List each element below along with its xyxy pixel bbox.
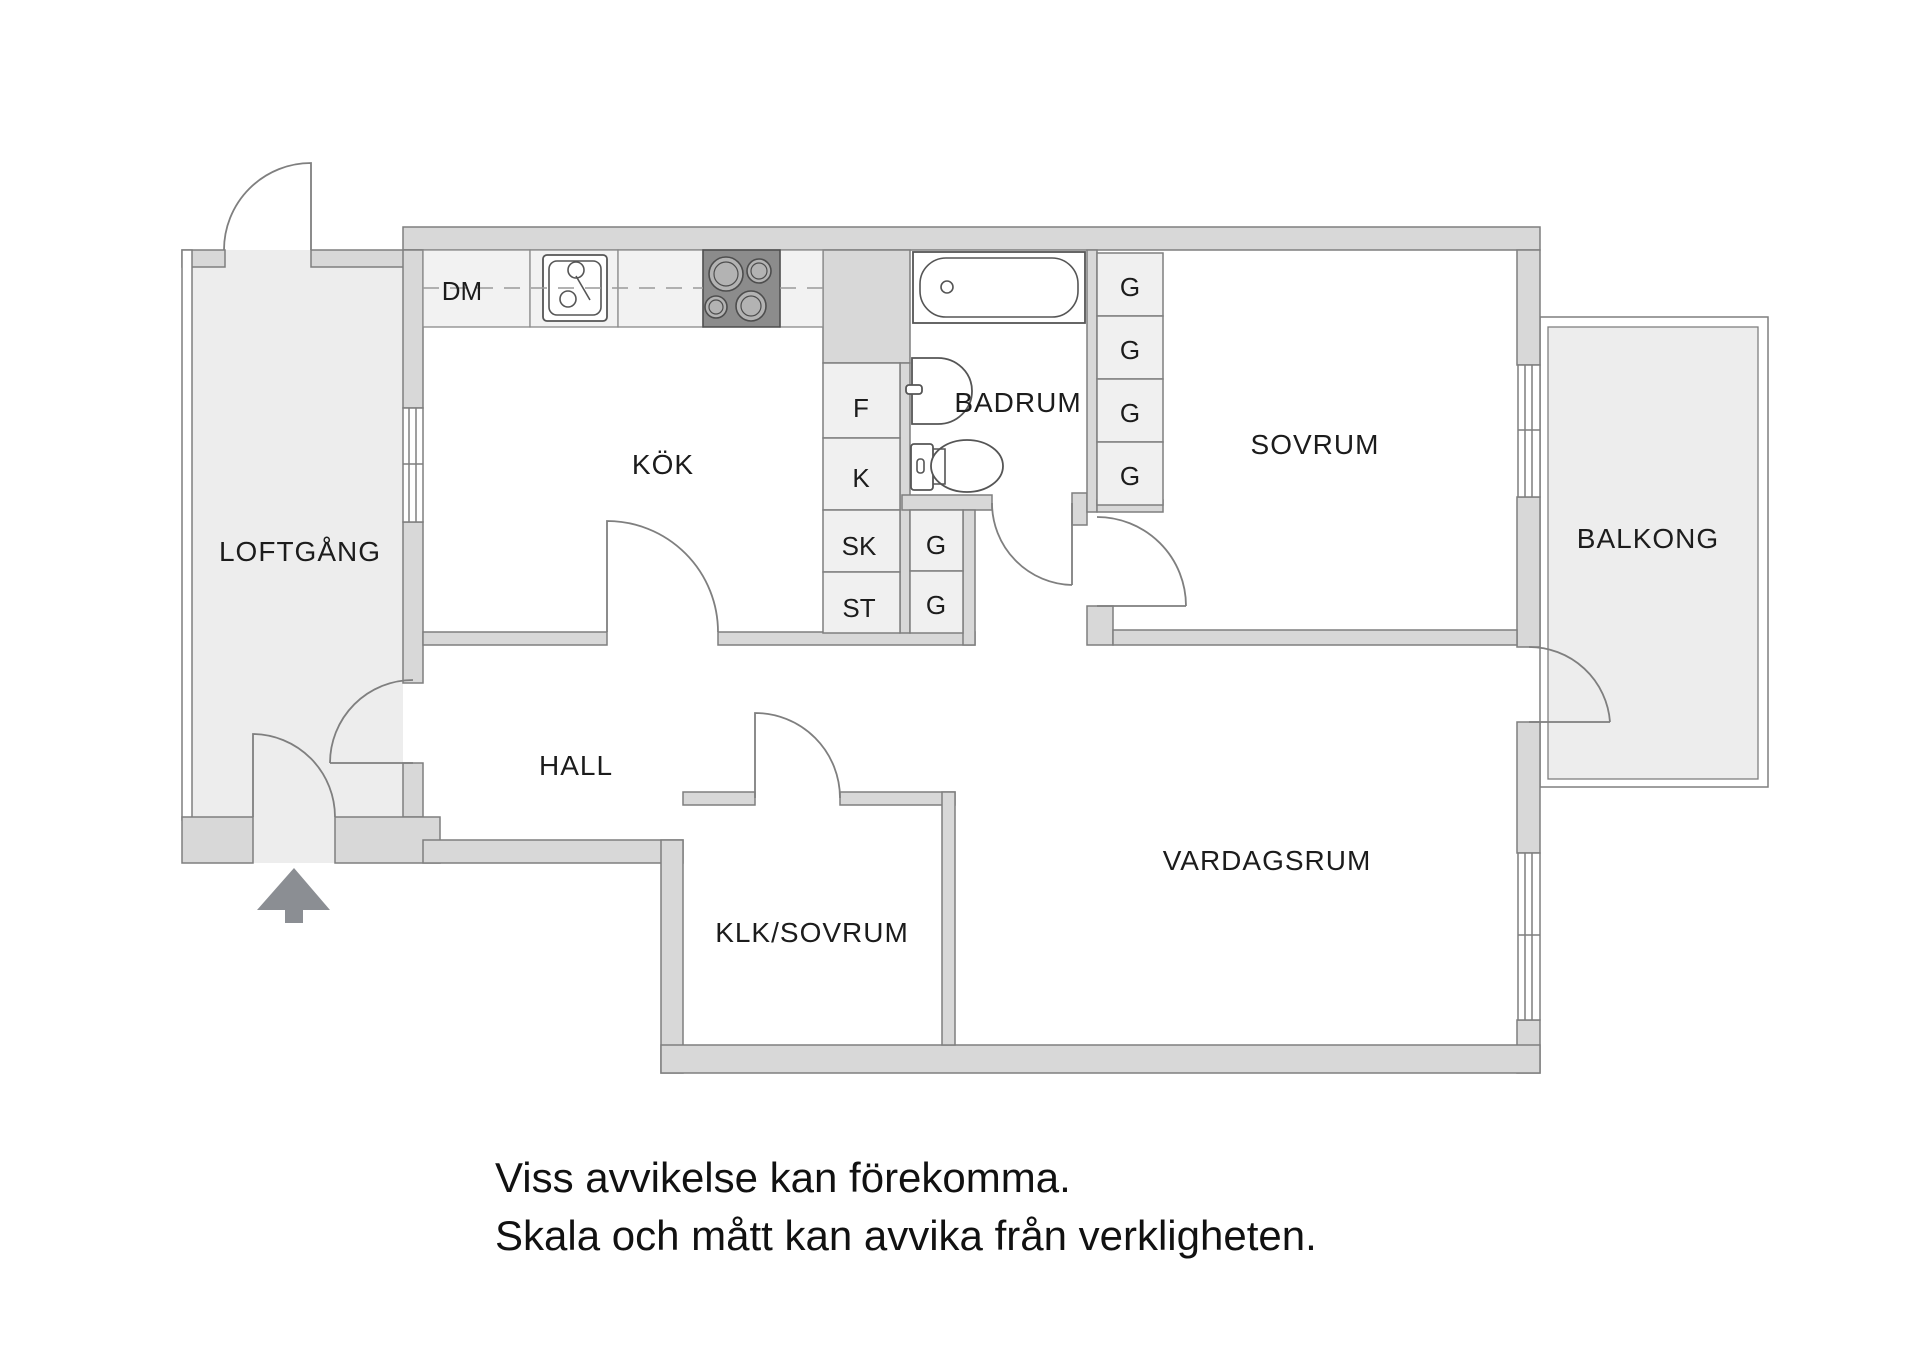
closets-below-badrum [909, 509, 964, 634]
wall-loftgang-divider-3 [402, 762, 424, 818]
bathroom-sink-icon [905, 357, 973, 425]
door-sovrum [1096, 516, 1187, 607]
wall-loftgang-divider-1 [402, 249, 424, 409]
wall-sovrum-vardagsrum [1112, 629, 1518, 646]
window-sovrum [1517, 364, 1541, 498]
doors [223, 162, 1611, 818]
closet-st [822, 571, 901, 634]
room-label-hall: HALL [539, 750, 613, 781]
label-dm: DM [442, 276, 482, 306]
wall-klk-top-left [682, 791, 756, 806]
wall-badrum-bottom [901, 494, 993, 511]
walls [181, 226, 1541, 1074]
door-entry [252, 733, 336, 818]
wall-loftgang-left [181, 249, 193, 821]
wall-klk-left [660, 839, 684, 1074]
entry-arrow-icon [257, 868, 330, 923]
wall-right-2 [1516, 496, 1541, 648]
label-g5: G [926, 530, 946, 560]
room-label-balkong: BALKONG [1577, 523, 1719, 554]
wall-duct-block [822, 249, 911, 364]
closet-f [822, 362, 901, 439]
closet-g5 [909, 509, 964, 572]
disclaimer-text: Viss avvikelse kan förekomma. Skala och … [495, 1154, 1317, 1259]
door-loftgang-top [223, 162, 312, 251]
disclaimer-line-2: Skala och mått kan avvika från verklighe… [495, 1212, 1317, 1259]
closet-sk [822, 509, 901, 573]
door-badrum [991, 502, 1073, 586]
label-f: F [853, 393, 869, 423]
label-st: ST [842, 593, 875, 623]
closet-g4 [1096, 441, 1164, 506]
closet-g1 [1096, 252, 1164, 317]
wall-badrum-stub [1071, 492, 1088, 526]
wall-klk-right [941, 791, 956, 1046]
wall-right-1 [1516, 249, 1541, 366]
wall-bottom-left [181, 816, 254, 864]
room-label-kok: KÖK [632, 449, 694, 480]
label-g1: G [1120, 272, 1140, 302]
loftgang-floor [192, 250, 403, 863]
closet-column-sovrum [1096, 252, 1164, 506]
wall-gclosets-right [962, 509, 976, 646]
balkong-structure [1539, 316, 1769, 788]
label-g3: G [1120, 398, 1140, 428]
closet-g3 [1096, 378, 1164, 443]
wall-hall-bottom [422, 839, 684, 864]
toilet-icon [910, 439, 1004, 493]
label-k: K [852, 463, 870, 493]
label-g4: G [1120, 461, 1140, 491]
closet-g6 [909, 570, 964, 634]
bathtub-icon [912, 251, 1086, 324]
room-label-badrum: BADRUM [954, 387, 1081, 418]
door-balkong [1528, 646, 1611, 723]
wall-loftgang-divider-2 [402, 521, 424, 684]
door-kok [606, 520, 719, 633]
wall-klk-top-right [839, 791, 956, 806]
stove-icon [702, 249, 781, 328]
wall-sovrum-door-stub [1086, 605, 1114, 646]
window-vardagsrum [1517, 852, 1541, 1021]
wall-bottom [660, 1044, 1541, 1074]
closet-column-kitchen [822, 362, 901, 634]
wall-top [402, 226, 1541, 251]
room-label-klk-sovrum: KLK/SOVRUM [715, 917, 909, 948]
counter-cell-3 [617, 249, 704, 328]
wall-kok-bottom-left [422, 631, 608, 646]
disclaimer-line-1: Viss avvikelse kan förekomma. [495, 1154, 1071, 1201]
window-kok [402, 407, 424, 523]
wall-kok-bottom-right [717, 631, 976, 646]
door-hall-entry [329, 679, 414, 764]
balkong-floor [1547, 326, 1759, 780]
label-g6: G [926, 590, 946, 620]
room-label-sovrum: SOVRUM [1251, 429, 1380, 460]
label-sk: SK [842, 531, 877, 561]
door-klk [754, 712, 841, 799]
room-label-loftgang: LOFTGÅNG [219, 536, 381, 567]
label-g2: G [1120, 335, 1140, 365]
kitchen-counter [422, 249, 824, 328]
room-label-vardagsrum: VARDAGSRUM [1163, 845, 1372, 876]
wall-right-3 [1516, 721, 1541, 854]
room-labels: LOFTGÅNG KÖK HALL BADRUM SOVRUM BALKONG … [219, 387, 1719, 948]
closet-labels: DM F K SK ST G G G G G G [442, 272, 1140, 623]
wall-badrum-right [1086, 249, 1098, 513]
